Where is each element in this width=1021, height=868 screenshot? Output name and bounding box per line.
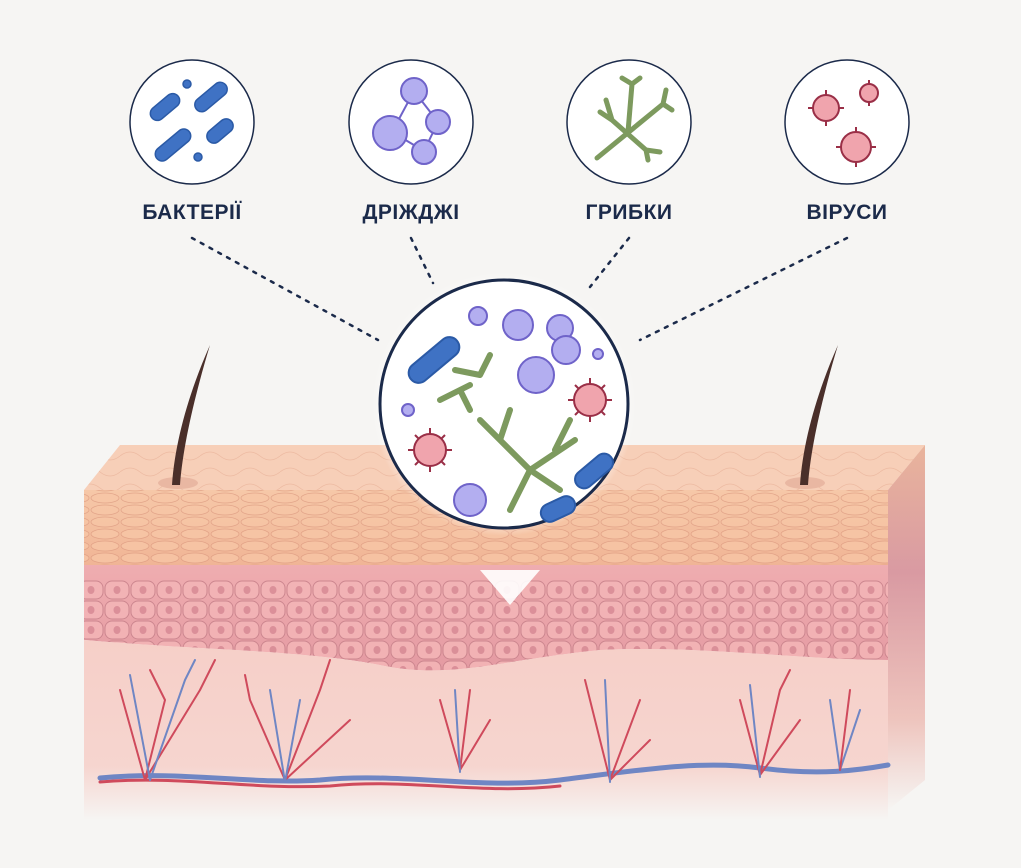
leader-yeast [409, 236, 435, 285]
magnified-view [372, 272, 636, 605]
virus-icon [808, 80, 879, 167]
bacteria-cell [407, 336, 461, 384]
leader-fungi [588, 236, 631, 289]
yeast-icon [372, 77, 451, 165]
bacteria-cell [539, 495, 577, 523]
label-bacteria: БАКТЕРІЇ [142, 201, 242, 224]
yeast-cluster [401, 306, 604, 517]
virus-particle [408, 428, 452, 472]
category-yeast [348, 59, 474, 185]
bacteria-cell [574, 452, 614, 490]
skin-cross-section [84, 345, 925, 820]
hair-right [785, 345, 838, 489]
category-bacteria [129, 59, 255, 185]
blood-vessels [97, 659, 891, 791]
leader-viruses [638, 236, 849, 342]
label-fungi: ГРИБКИ [585, 201, 673, 224]
hair-left [158, 345, 210, 489]
fungi-icon [594, 75, 675, 163]
leader-bacteria [190, 236, 380, 342]
virus-particle [568, 378, 612, 422]
leader-lines [190, 236, 849, 342]
label-viruses: ВІРУСИ [806, 201, 888, 224]
label-yeast: ДРІЖДЖІ [362, 201, 460, 224]
fungi-hyphae [437, 352, 578, 513]
dermis-layer [84, 640, 888, 820]
category-fungi [566, 59, 692, 185]
bacteria-icon [149, 79, 234, 162]
skin-side-face [888, 445, 925, 810]
category-viruses [784, 59, 910, 185]
